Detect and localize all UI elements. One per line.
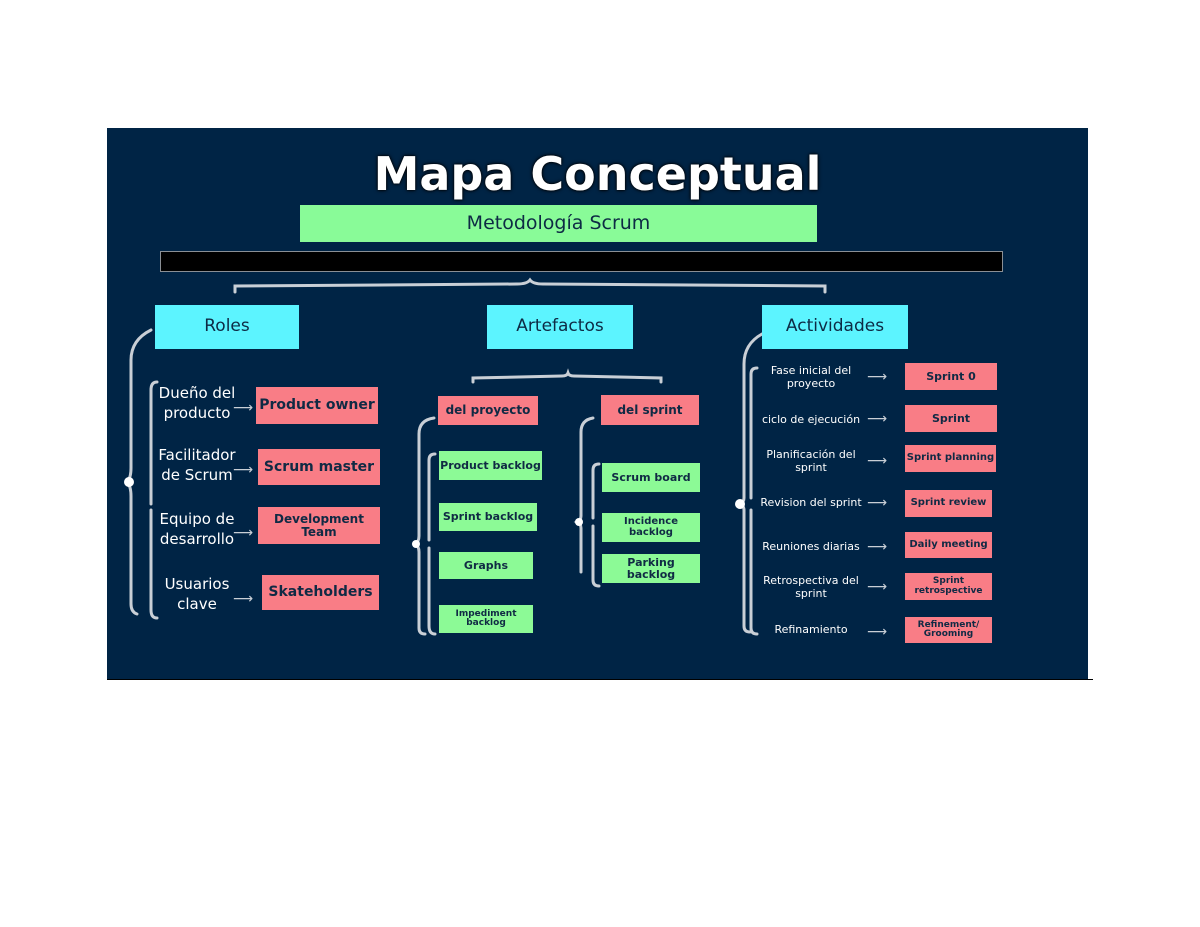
sprint-item: Scrum board [602,463,700,492]
arrow-icon: ⟶ [233,462,254,478]
role-value: Skateholders [262,575,379,610]
arrow-icon: ⟶ [867,579,888,595]
page-title: Mapa Conceptual [373,147,822,201]
artefactos-brace [471,368,663,384]
proyecto-item: Graphs [439,552,533,579]
arrow-icon: ⟶ [233,525,254,541]
main-brace [233,277,827,294]
role-label: Facilitador de Scrum [158,446,236,484]
role-value: Development Team [258,507,380,544]
role-label: Equipo de desarrollo [159,510,235,548]
sprint-item: Parking backlog [602,554,700,583]
arrow-icon: ⟶ [867,624,888,640]
activity-label: Revision del sprint [760,496,862,509]
arrow-icon: ⟶ [867,411,888,427]
artefactos-heading: Artefactos [487,305,633,349]
activity-value: Daily meeting [905,532,992,558]
role-value: Scrum master [258,449,380,485]
activity-label: Fase inicial del proyecto [770,364,852,390]
bottom-rule [107,679,1093,680]
arrow-icon: ⟶ [867,453,888,469]
proyecto-item: Product backlog [439,451,542,480]
arrow-icon: ⟶ [867,495,888,511]
proyecto-item: Sprint backlog [439,503,537,531]
roles-heading: Roles [155,305,299,349]
role-label: Usuarios clave [164,575,230,613]
arrow-icon: ⟶ [867,369,888,385]
activity-value: Sprint 0 [905,363,997,390]
role-label: Dueño del producto [158,384,236,422]
activity-label: Reuniones diarias [762,540,860,553]
sprint-brace [573,416,595,574]
arrow-icon: ⟶ [233,400,254,416]
arrow-icon: ⟶ [233,591,254,607]
sprint-heading: del sprint [601,395,699,425]
activity-value: Refinement/ Grooming [905,617,992,643]
proyecto-brace [411,416,436,636]
subtitle-box: Metodología Scrum [300,205,817,242]
header-bar [160,251,1003,272]
activity-value: Sprint [905,405,997,432]
role-value: Product owner [256,387,378,424]
activity-value: Sprint review [905,490,992,517]
activity-label: ciclo de ejecución [761,413,861,426]
activity-label: Retrospectiva del sprint [763,574,859,600]
activity-value: Sprint retrospective [905,573,992,600]
activity-label: Refinamiento [774,623,848,636]
arrow-icon: ⟶ [867,539,888,555]
proyecto-item: Impediment backlog [439,605,533,633]
activity-value: Sprint planning [905,445,996,472]
connector-lines [124,277,827,636]
concept-map-board: Mapa Conceptual Metodología Scrum Roles … [107,128,1088,680]
activity-label: Planificación del sprint [766,448,856,474]
proyecto-heading: del proyecto [438,396,538,425]
roles-brace [124,328,153,616]
sprint-item: Incidence backlog [602,513,700,542]
actividades-heading: Actividades [762,305,908,349]
